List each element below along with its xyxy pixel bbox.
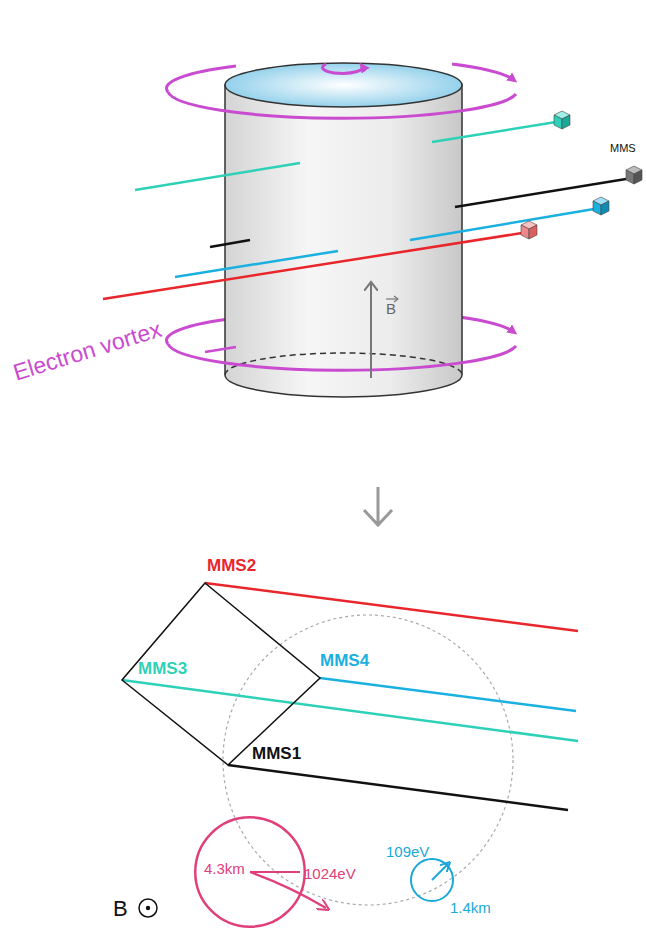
spacecraft-label: MMS3 bbox=[138, 660, 187, 677]
gyro-circle: 109eV1.4km bbox=[410, 858, 454, 902]
spacecraft-label: MMS2 bbox=[207, 557, 256, 574]
orbit-circle bbox=[411, 859, 453, 901]
gyro-orbit bbox=[410, 858, 454, 902]
gyro-value: 4.3km bbox=[204, 861, 245, 876]
spacecraft-cube bbox=[562, 115, 570, 129]
spacecraft-cube bbox=[634, 170, 642, 184]
spacecraft-cube bbox=[626, 170, 634, 184]
spacecraft-cube bbox=[601, 201, 609, 215]
spacecraft-label: MMS4 bbox=[320, 652, 369, 669]
spacecraft-label: MMS1 bbox=[252, 745, 301, 762]
gyro-circle: 4.3km1024eV bbox=[194, 816, 306, 928]
vortex-label: Electron vortex bbox=[11, 318, 164, 385]
spacecraft-label: MMS bbox=[610, 143, 636, 154]
spacecraft-cube bbox=[521, 225, 529, 239]
spacecraft-cube bbox=[529, 225, 537, 239]
gyro-value: 1.4km bbox=[450, 900, 491, 915]
spacecraft-cube bbox=[554, 115, 562, 129]
radius-line bbox=[250, 871, 300, 873]
field-label: B bbox=[386, 301, 396, 316]
gyro-value: 109eV bbox=[386, 844, 429, 859]
gyro-value: 1024eV bbox=[304, 866, 356, 881]
radius-line bbox=[432, 864, 448, 880]
field-label: B bbox=[113, 898, 128, 920]
spacecraft-cube bbox=[593, 201, 601, 215]
